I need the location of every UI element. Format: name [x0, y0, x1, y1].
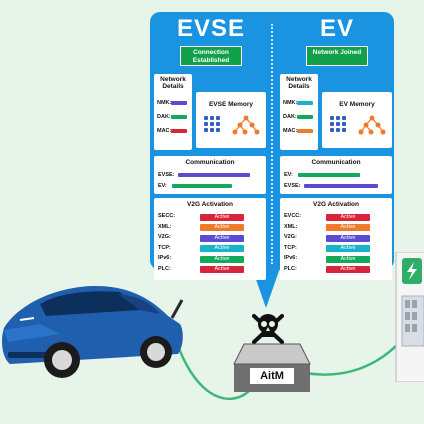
mac-bar — [171, 129, 187, 133]
active-badge: Active — [326, 213, 370, 221]
memory-title: EV Memory — [339, 101, 375, 108]
nmk-bar — [171, 101, 187, 105]
active-badge: Active — [200, 234, 244, 242]
mac-label: MAC: — [283, 128, 298, 134]
v2g-row-label: PLC: — [284, 265, 297, 272]
mac-label: MAC: — [157, 128, 172, 134]
dak-bar — [297, 115, 313, 119]
ev-memory: EV Memory — [322, 92, 392, 148]
v2g-title: V2G Activation — [313, 201, 359, 208]
active-badge: Active — [326, 245, 370, 252]
v2g-row-label: XML: — [158, 223, 172, 230]
comm-evse-bar — [304, 184, 378, 188]
dak-label: DAK: — [157, 114, 171, 120]
ev-communication: Communication EV: EVSE: — [280, 156, 392, 194]
aitm-device: AitM — [230, 318, 314, 403]
v2g-row-label: PLC: — [158, 265, 171, 272]
active-badge: Active — [200, 266, 244, 273]
active-badge: Active — [326, 224, 370, 231]
network-tree-icon — [232, 115, 260, 135]
active-badge: Active — [200, 213, 244, 221]
mac-bar — [297, 129, 313, 133]
evse-title: EVSE — [176, 15, 246, 42]
evse-status-badge: Connection Established — [180, 46, 242, 66]
skull-crossbones-icon — [252, 314, 284, 344]
aitm-label: AitM — [250, 368, 294, 384]
active-badge: Active — [326, 266, 370, 273]
charging-station — [395, 252, 424, 382]
nmk-bar — [297, 101, 313, 105]
memory-title: EVSE Memory — [208, 101, 254, 108]
active-badge: Active — [200, 224, 244, 231]
active-badge: Active — [326, 255, 370, 263]
aitm-box-icon — [233, 343, 311, 392]
comm-evse-bar — [178, 173, 250, 177]
memory-grid-icon — [204, 116, 222, 134]
v2g-row-label: IPv6: — [158, 255, 172, 261]
ev-status-badge: Network Joined — [306, 46, 368, 66]
v2g-title: V2G Activation — [187, 201, 233, 208]
nmk-label: NMK: — [283, 100, 298, 106]
v2g-row-label: V2G: — [158, 234, 171, 240]
active-badge: Active — [200, 255, 244, 263]
comm-evse-label: EVSE: — [158, 172, 175, 178]
v2g-row-label: V2G: — [284, 234, 297, 240]
active-badge: Active — [200, 245, 244, 252]
network-details-title: Network Details — [286, 76, 312, 90]
comm-ev-bar — [298, 173, 360, 177]
network-details-title: Network Details — [160, 76, 186, 90]
ev-network-details: Network Details NMK: DAK: MAC: — [280, 74, 318, 150]
nmk-label: NMK: — [157, 100, 172, 106]
v2g-row-label: TCP: — [158, 244, 171, 251]
v2g-row-label: SECC: — [158, 213, 176, 219]
electric-car — [2, 286, 183, 378]
memory-grid-icon — [330, 116, 348, 134]
evse-communication: Communication EVSE: EV: — [154, 156, 266, 194]
communication-title: Communication — [185, 159, 235, 166]
dak-bar — [171, 115, 187, 119]
v2g-row-label: XML: — [284, 223, 298, 230]
ev-title: EV — [319, 15, 354, 42]
evse-memory: EVSE Memory — [196, 92, 266, 148]
v2g-row-label: TCP: — [284, 244, 297, 251]
communication-title: Communication — [311, 159, 361, 166]
evse-network-details: Network Details NMK: DAK: MAC: — [154, 74, 192, 150]
v2g-row-label: EVCC: — [284, 213, 302, 219]
comm-ev-label: EV: — [284, 172, 293, 178]
comm-ev-label: EV: — [158, 183, 167, 189]
network-tree-icon — [358, 115, 386, 135]
dak-label: DAK: — [283, 114, 297, 120]
active-badge: Active — [326, 234, 370, 242]
v2g-row-label: IPv6: — [284, 255, 298, 261]
comm-evse-label: EVSE: — [284, 183, 301, 189]
comm-ev-bar — [172, 184, 232, 188]
column-divider — [271, 24, 273, 264]
